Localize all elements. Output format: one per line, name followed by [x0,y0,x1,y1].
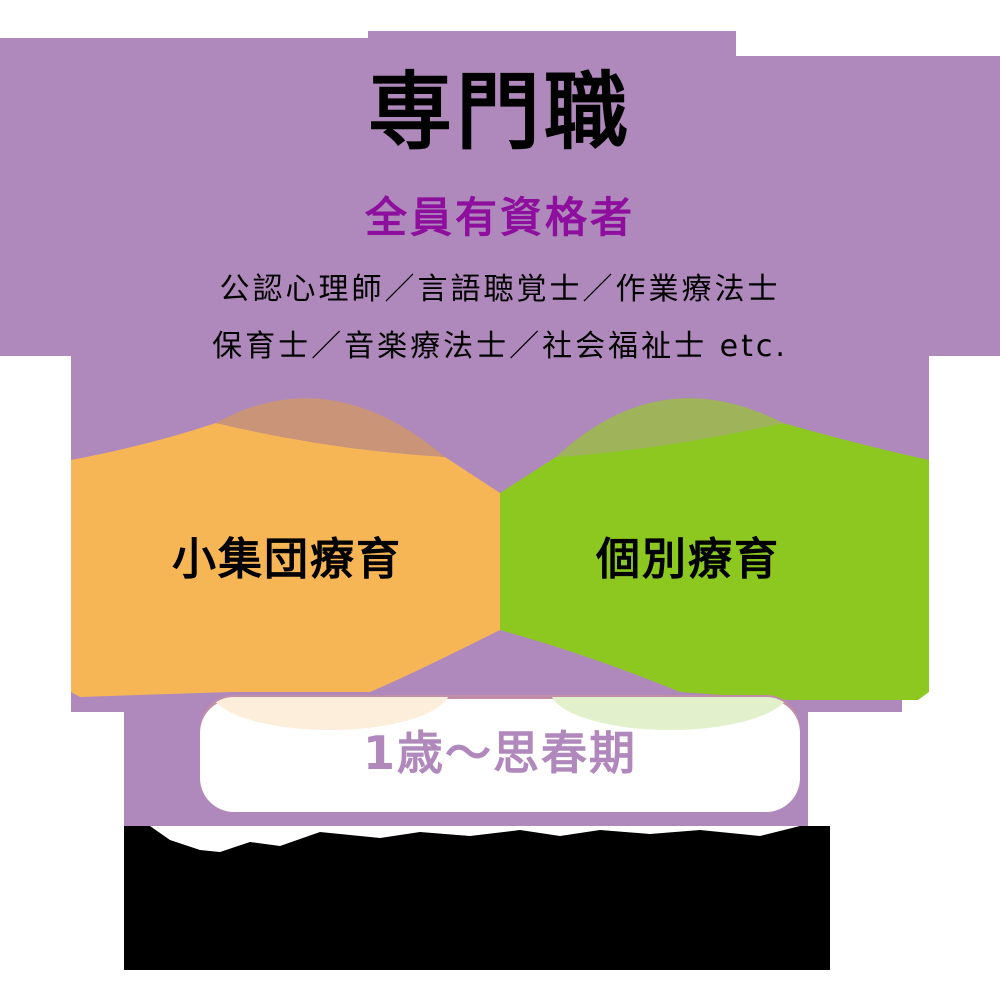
green-region [500,423,929,700]
orange-region [71,423,500,697]
qualified-staff-subtitle: 全員有資格者 [364,193,635,242]
redacted-block [124,826,830,970]
small-group-therapy-label: 小集団療育 [172,534,402,585]
age-range-label: 1歳〜思春期 [362,726,637,780]
individual-therapy-label: 個別療育 [596,534,780,585]
page-title: 専門職 [367,63,632,161]
orange-arc-top [216,398,445,457]
qualifications-line-2: 保育士／音楽療法士／社会福祉士 etc. [212,329,788,364]
qualifications-line-1: 公認心理師／言語聴覚士／作業療法士 [219,272,781,307]
green-arc-top [556,398,783,457]
